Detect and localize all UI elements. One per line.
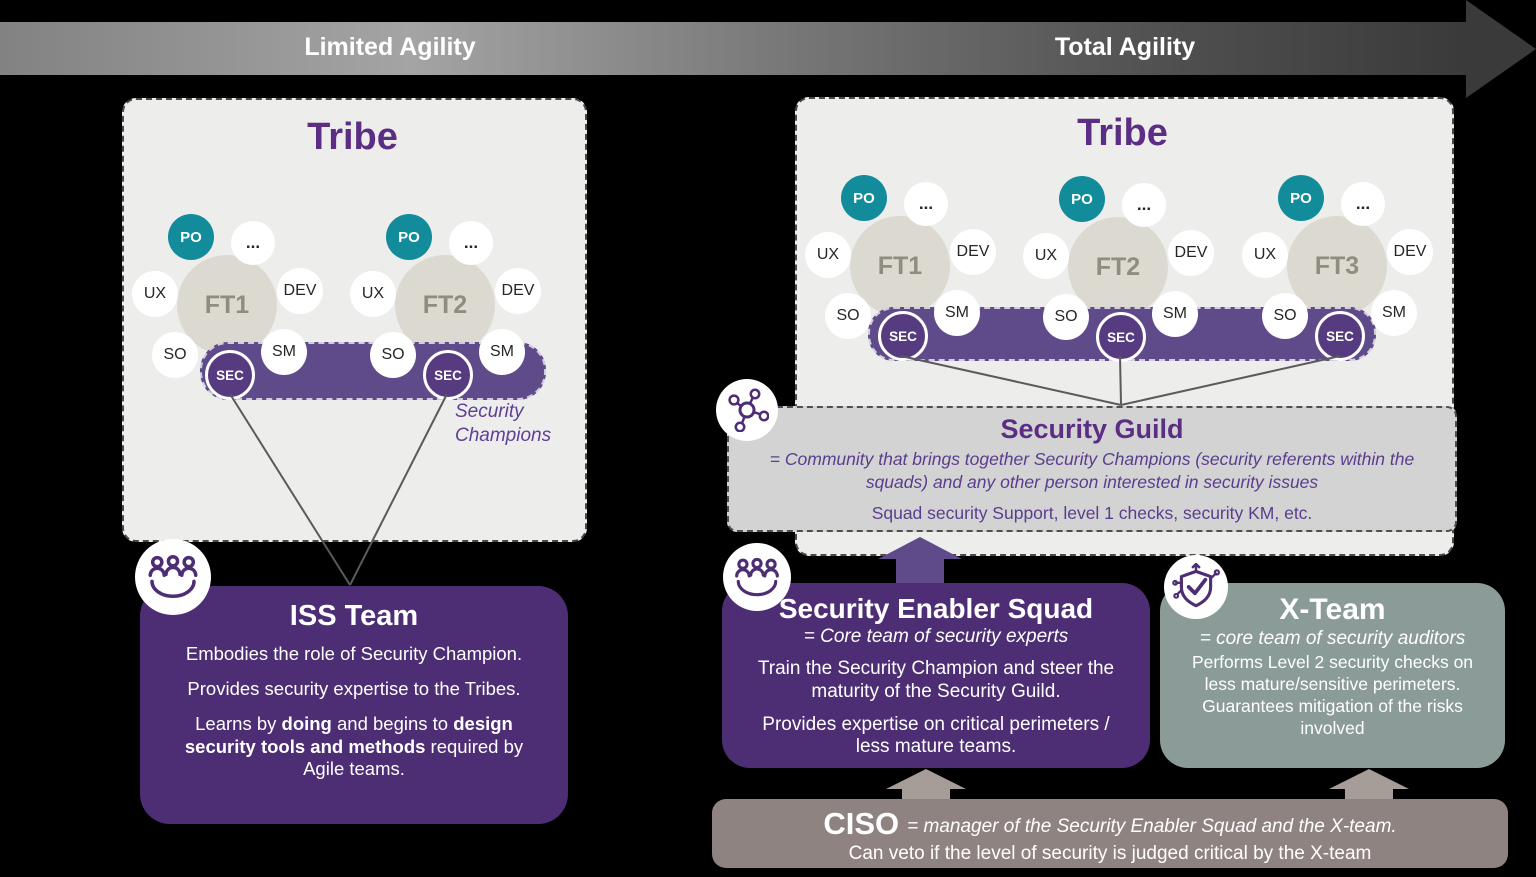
security-champion-circle: SEC xyxy=(423,350,473,400)
security-enabler-squad-box: Security Enabler Squad = Core team of se… xyxy=(722,583,1150,768)
product-owner-circle: PO xyxy=(1278,175,1324,221)
feature-team-circle: FT3 xyxy=(1287,216,1387,316)
ux-circle: UX xyxy=(350,271,396,317)
so-circle: SO xyxy=(1262,293,1308,339)
security-guild-badge xyxy=(716,379,778,441)
so-circle: SO xyxy=(1043,294,1089,340)
product-owner-circle: PO xyxy=(168,214,214,260)
ciso-heading: CISO = manager of the Security Enabler Sq… xyxy=(712,806,1508,842)
total-agility-label: Total Agility xyxy=(1054,33,1196,61)
so-circle: SO xyxy=(370,332,416,378)
iss-team-badge xyxy=(135,539,211,615)
x-team-box: X-Team = core team of security auditors … xyxy=(1160,583,1505,768)
ciso-to-xteam-arrow xyxy=(1329,769,1409,802)
iss-team-box: ISS Team Embodies the role of Security C… xyxy=(140,586,568,824)
iss-team-p2: Provides security expertise to the Tribe… xyxy=(187,678,521,700)
security-guild-title: Security Guild xyxy=(1000,414,1184,444)
arrow-head xyxy=(1466,0,1536,98)
ciso-subtitle: = manager of the Security Enabler Squad … xyxy=(907,816,1397,837)
x-team-badge xyxy=(1164,555,1228,619)
more-roles-circle: ... xyxy=(449,221,493,265)
iss-team-p3: Learns by doing and begins to design sec… xyxy=(166,713,542,780)
dev-circle: DEV xyxy=(1387,229,1433,275)
product-owner-circle: PO xyxy=(386,214,432,260)
iss-team-p1: Embodies the role of Security Champion. xyxy=(185,643,523,664)
network-molecule-icon xyxy=(728,388,769,432)
security-champion-circle: SEC xyxy=(878,311,928,361)
product-owner-circle: PO xyxy=(1059,176,1105,222)
iss-p3-text: and begins to xyxy=(331,713,454,735)
ciso-title: CISO xyxy=(823,806,900,841)
sm-circle: SM xyxy=(1371,290,1417,336)
product-owner-circle: PO xyxy=(841,175,887,221)
x-team-subtitle: = core team of security auditors xyxy=(1199,628,1466,649)
security-champion-circle: SEC xyxy=(1315,311,1365,361)
more-roles-circle: ... xyxy=(904,182,948,226)
so-circle: SO xyxy=(152,332,198,378)
ciso-to-enabler-arrow xyxy=(886,769,966,802)
ux-circle: UX xyxy=(805,232,851,278)
feature-team-cluster-ft2-left: FT2 PO ... UX DEV SO SM SEC xyxy=(335,200,555,410)
feature-team-circle: FT2 xyxy=(1068,217,1168,317)
feature-team-cluster-ft3-right: FT3 PO ... UX DEV SO SM SEC xyxy=(1227,161,1447,371)
shield-check-circuit-icon xyxy=(1172,563,1220,608)
ux-circle: UX xyxy=(1242,232,1288,278)
dev-circle: DEV xyxy=(1168,230,1214,276)
more-roles-circle: ... xyxy=(1341,182,1385,226)
agility-gradient-arrow xyxy=(0,22,1468,75)
ux-circle: UX xyxy=(132,271,178,317)
so-circle: SO xyxy=(825,293,871,339)
team-smile-icon xyxy=(148,554,198,598)
limited-agility-label: Limited Agility xyxy=(304,33,476,61)
sm-circle: SM xyxy=(934,290,980,336)
security-guild-box: Security Guild = Community that brings t… xyxy=(727,406,1457,532)
iss-p3-text: required by Agile teams. xyxy=(303,735,524,779)
right-tribe-title: Tribe xyxy=(1077,112,1168,154)
ciso-body: Can veto if the level of security is jud… xyxy=(848,843,1372,864)
left-tribe-title: Tribe xyxy=(307,116,398,158)
enabler-squad-badge xyxy=(723,543,791,611)
more-roles-circle: ... xyxy=(231,221,275,265)
security-champions-label: Security Champions xyxy=(455,401,552,446)
sm-circle: SM xyxy=(479,329,525,375)
feature-team-cluster-ft1-right: FT1 PO ... UX DEV SO SM SEC xyxy=(790,161,1010,371)
security-guild-support: Squad security Support, level 1 checks, … xyxy=(871,502,1313,523)
ux-circle: UX xyxy=(1023,233,1069,279)
enabler-squad-p1: Train the Security Champion and steer th… xyxy=(757,658,1115,702)
iss-p3-text: Learns by xyxy=(195,713,282,735)
feature-team-cluster-ft1-left: FT1 PO ... UX DEV SO SM SEC xyxy=(117,200,337,410)
security-champion-circle: SEC xyxy=(205,350,255,400)
team-smile-icon xyxy=(735,557,779,596)
iss-team-title: ISS Team xyxy=(289,600,419,632)
feature-team-circle: FT1 xyxy=(177,255,277,355)
ciso-box: CISO = manager of the Security Enabler Sq… xyxy=(712,799,1508,868)
more-roles-circle: ... xyxy=(1122,183,1166,227)
dev-circle: DEV xyxy=(495,268,541,314)
feature-team-circle: FT2 xyxy=(395,255,495,355)
x-team-body: Performs Level 2 security checks on less… xyxy=(1191,652,1474,738)
feature-team-cluster-ft2-right: FT2 PO ... UX DEV SO SM SEC xyxy=(1008,162,1228,372)
enabler-squad-subtitle: = Core team of security experts xyxy=(803,626,1069,647)
sm-circle: SM xyxy=(261,329,307,375)
security-guild-definition: = Community that brings together Securit… xyxy=(769,449,1415,492)
feature-team-circle: FT1 xyxy=(850,216,950,316)
iss-p3-bold: design security tools and methods xyxy=(184,713,513,757)
enabler-squad-title: Security Enabler Squad xyxy=(778,593,1094,624)
sm-circle: SM xyxy=(1152,291,1198,337)
security-champion-circle: SEC xyxy=(1096,312,1146,362)
dev-circle: DEV xyxy=(277,268,323,314)
enabler-squad-p2: Provides expertise on critical perimeter… xyxy=(762,713,1110,758)
iss-p3-bold: doing xyxy=(281,713,332,735)
x-team-title: X-Team xyxy=(1279,593,1386,626)
dev-circle: DEV xyxy=(950,229,996,275)
